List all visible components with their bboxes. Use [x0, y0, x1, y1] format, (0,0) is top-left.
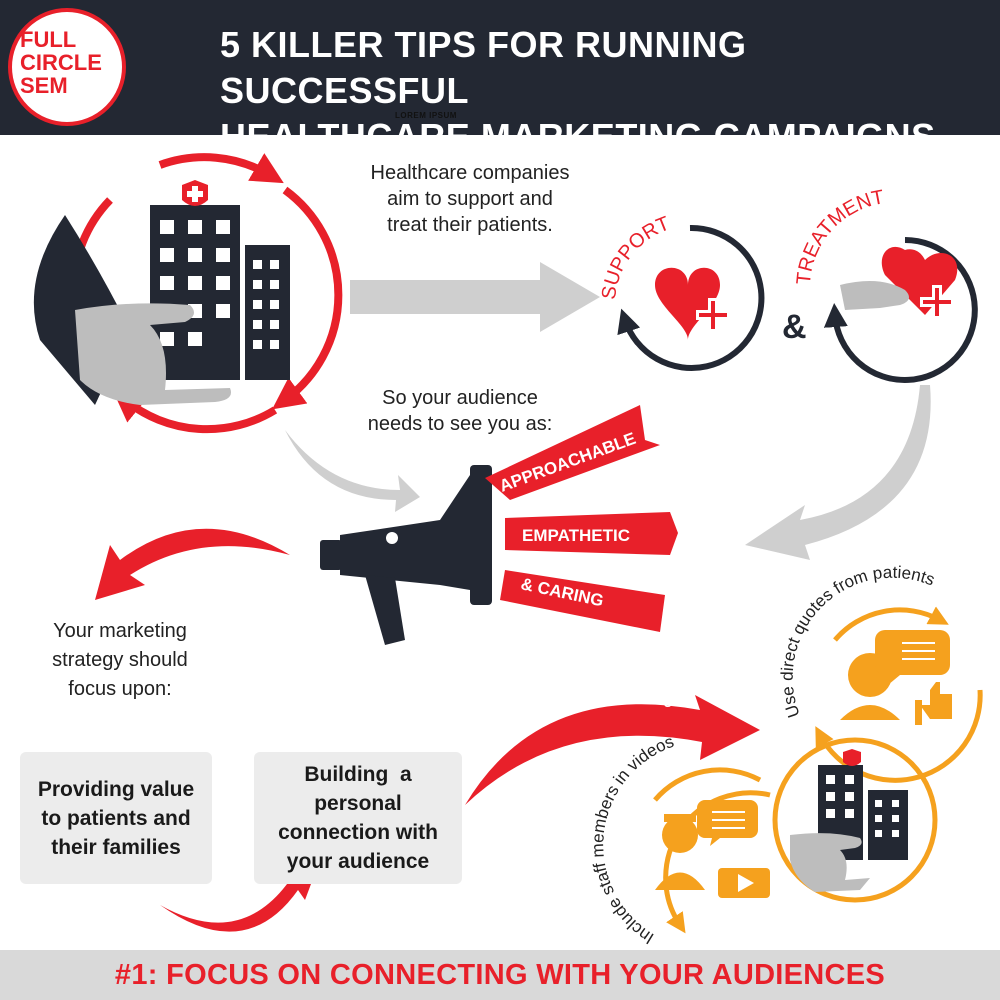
support-circle: SUPPORT	[598, 213, 765, 371]
footer-banner: #1: FOCUS ON CONNECTING WITH YOUR AUDIEN…	[0, 950, 1000, 1000]
lorem-label: LOREM IPSUM	[395, 111, 457, 120]
connection-line-3: connection with	[278, 821, 438, 844]
quotes-circle: Use direct quotes from patients	[778, 563, 983, 783]
svg-text:APPROACHABLE: APPROACHABLE	[497, 429, 638, 496]
staff-speech-bubble-icon	[697, 800, 758, 846]
value-line-1: Providing value	[37, 777, 195, 801]
hand-small-icon	[790, 833, 870, 892]
logo-line-2: CIRCLE	[20, 50, 102, 75]
hospital-icon	[150, 180, 290, 380]
title-line-1: 5 KILLER TIPS FOR RUNNING SUCCESSFUL	[220, 24, 747, 111]
connection-line-2: personal	[314, 792, 402, 815]
treatment-label: TREATMENT	[793, 186, 886, 285]
audience-text: So your audience needs to see you as:	[340, 385, 580, 437]
ribbon-caring: & CARING	[500, 570, 665, 632]
treatment-hand-icon	[840, 281, 909, 310]
svg-text:EMPATHETIC: EMPATHETIC	[522, 526, 630, 545]
treatment-circle: TREATMENT	[793, 186, 978, 383]
ribbon-empathetic: EMPATHETIC	[505, 512, 678, 555]
hand-icon	[75, 303, 231, 405]
staff-circle: Include staff members in videos	[588, 732, 771, 948]
strategy-line-2: strategy should	[52, 649, 188, 671]
arrow-to-strategy	[95, 528, 290, 600]
eg-label: e.g.	[648, 687, 678, 707]
arrow-to-examples	[465, 695, 760, 805]
intro-line-3: treat their patients.	[387, 214, 553, 236]
audience-line-2: needs to see you as:	[367, 413, 553, 435]
logo-line-1: FULL	[20, 27, 77, 52]
title-line-2: HEALTHCARE MARKETING CAMPAIGNS	[220, 116, 936, 157]
hospital-example-circle	[772, 737, 938, 903]
thumbs-up-icon	[915, 682, 952, 725]
arrow-to-megaphone-left	[285, 430, 420, 512]
nurse-icon	[662, 817, 698, 853]
logo-line-3: SEM	[20, 73, 68, 98]
strategy-line-3: focus upon:	[68, 678, 172, 700]
arrow-right-icon	[350, 262, 600, 332]
header-bar: FULL CIRCLE SEM 5 KILLER TIPS FOR RUNNIN…	[0, 0, 1000, 157]
megaphone-icon	[320, 465, 492, 645]
arrow-to-megaphone-right	[745, 385, 931, 560]
audience-line-1: So your audience	[382, 387, 538, 409]
value-line-3: their families	[51, 835, 181, 859]
connection-box: Building a personal connection with your…	[254, 752, 462, 884]
value-box: Providing value to patients and their fa…	[20, 752, 212, 884]
logo[interactable]	[8, 8, 126, 126]
connection-line-4: your audience	[286, 850, 430, 873]
value-line-2: to patients and	[41, 806, 191, 830]
intro-line-2: aim to support and	[387, 188, 553, 210]
intro-text: Healthcare companies aim to support and …	[340, 160, 600, 238]
logo-text: FULL CIRCLE SEM	[20, 27, 102, 98]
intro-line-1: Healthcare companies	[370, 162, 570, 184]
strategy-line-1: Your marketing	[53, 620, 187, 642]
connection-line-1: Building a	[304, 763, 412, 786]
page-title: 5 KILLER TIPS FOR RUNNING SUCCESSFUL HEA…	[220, 22, 990, 160]
strategy-text: Your marketing strategy should focus upo…	[20, 617, 220, 704]
ampersand-label: &	[782, 308, 807, 346]
